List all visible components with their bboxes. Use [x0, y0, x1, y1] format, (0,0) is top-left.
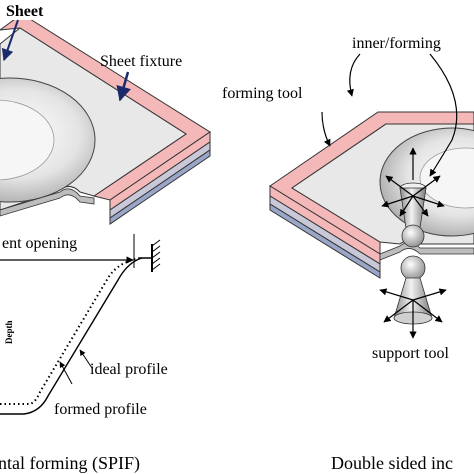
formed-profile-line	[0, 257, 143, 415]
caption-right: Double sided inc	[331, 453, 453, 473]
forming-motion-arrows	[381, 147, 445, 217]
sheet-label-group: Sheet	[0, 0, 48, 62]
right-sheet-assembly	[269, 111, 474, 279]
left-fixture-blue-2	[109, 149, 211, 225]
formed-profile-label: formed profile	[54, 401, 147, 418]
forming-tool-label: forming tool	[222, 85, 303, 102]
sheet-fixture-label-group: Sheet fixture	[100, 53, 182, 102]
ideal-profile-label: ideal profile	[90, 361, 168, 378]
support-motion-arrows	[379, 288, 447, 339]
opening-label: ent opening	[2, 235, 77, 252]
depth-label: Depth	[4, 320, 14, 344]
ideal-profile-line	[0, 257, 141, 405]
support-tool-label: support tool	[372, 345, 449, 362]
caption-left: ntal forming (SPIF)	[0, 453, 140, 474]
left-sheet-assembly	[0, 13, 211, 225]
support-tool	[393, 255, 433, 325]
sheet-label: Sheet	[6, 3, 44, 20]
inner-forming-label: inner/forming	[352, 35, 441, 52]
sheet-fixture-label: Sheet fixture	[100, 53, 182, 70]
forming-tool	[399, 182, 427, 248]
profile-schematic: ent opening Depth ideal profile formed p…	[0, 234, 168, 418]
